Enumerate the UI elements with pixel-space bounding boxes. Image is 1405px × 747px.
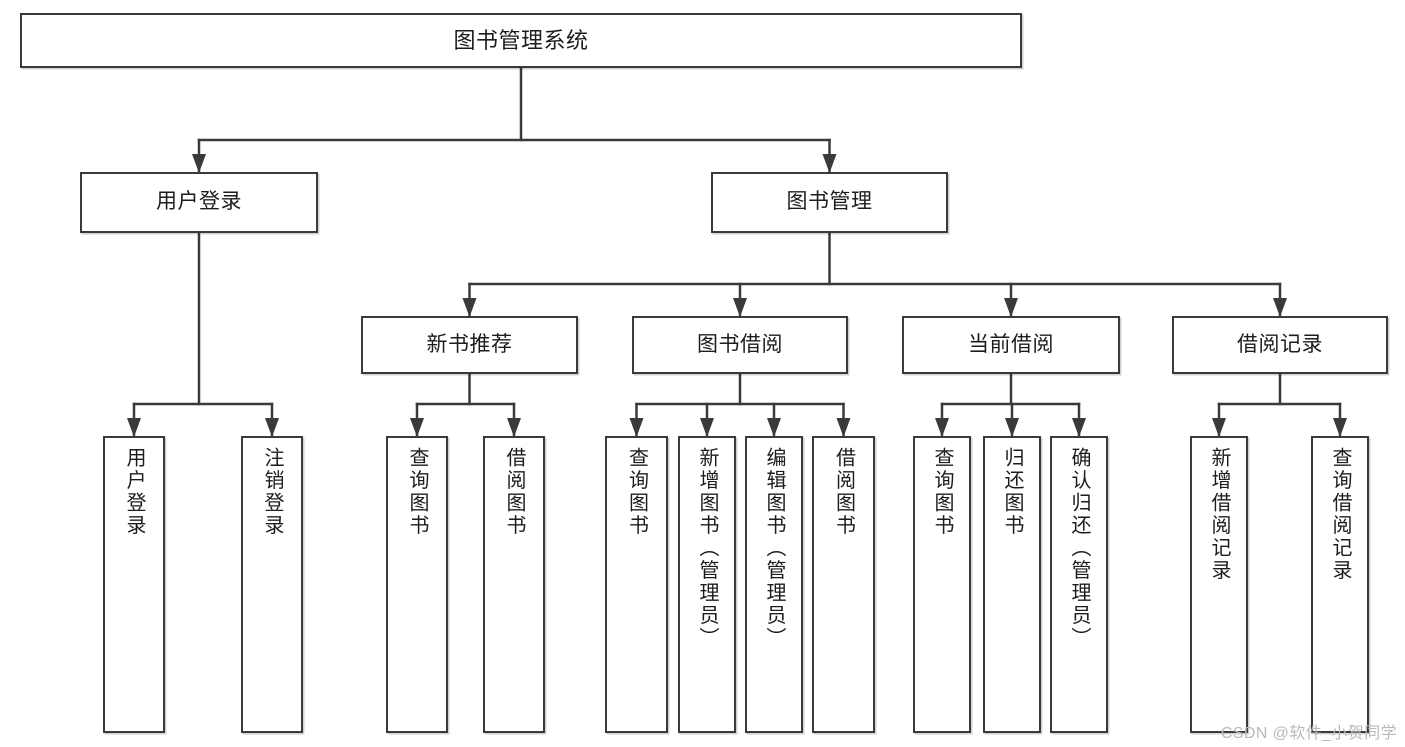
node-borrow-record[interactable]: 借阅记录: [1172, 316, 1388, 374]
node-label: 编辑图书（管理员）: [763, 447, 785, 650]
arrowhead-icon: [410, 418, 424, 437]
arrowhead-icon: [767, 418, 781, 437]
arrowhead-icon: [733, 298, 747, 317]
watermark: CSDN @软件_小贺同学: [1220, 725, 1397, 742]
node-label: 借阅记录: [1237, 332, 1323, 356]
arrowhead-icon: [700, 418, 714, 437]
node-leaf-user-login[interactable]: 用户登录: [103, 436, 165, 733]
arrowhead-icon: [836, 418, 851, 437]
arrowhead-icon: [127, 418, 141, 437]
arrowhead-icon: [265, 418, 279, 437]
node-label: 确认归还（管理员）: [1068, 447, 1090, 650]
arrowhead-icon: [822, 154, 837, 173]
node-label: 用户登录: [123, 447, 145, 537]
node-leaf-edit-book[interactable]: 编辑图书（管理员）: [745, 436, 803, 733]
node-new-book-rec[interactable]: 新书推荐: [361, 316, 578, 374]
node-leaf-add-record[interactable]: 新增借阅记录: [1190, 436, 1248, 733]
arrowhead-icon: [1273, 298, 1287, 317]
arrowhead-icon: [1072, 418, 1086, 437]
arrowhead-icon: [507, 418, 521, 437]
node-leaf-borrow-book-rec[interactable]: 借阅图书: [483, 436, 545, 733]
node-leaf-borrow-book[interactable]: 借阅图书: [812, 436, 875, 733]
node-label: 借阅图书: [832, 447, 855, 537]
node-book-manage[interactable]: 图书管理: [711, 172, 948, 233]
node-leaf-query-record[interactable]: 查询借阅记录: [1311, 436, 1369, 733]
node-current-borrow[interactable]: 当前借阅: [902, 316, 1120, 374]
node-leaf-query-book[interactable]: 查询图书: [605, 436, 668, 733]
arrowhead-icon: [192, 154, 206, 173]
arrowhead-icon: [1212, 418, 1226, 437]
node-label: 新增借阅记录: [1208, 447, 1230, 582]
arrowhead-icon: [629, 418, 644, 437]
node-user-login[interactable]: 用户登录: [80, 172, 318, 233]
node-leaf-add-book[interactable]: 新增图书（管理员）: [678, 436, 736, 733]
node-leaf-confirm-return[interactable]: 确认归还（管理员）: [1050, 436, 1108, 733]
node-label: 图书管理系统: [453, 27, 589, 53]
node-label: 归还图书: [1001, 447, 1023, 537]
arrowhead-icon: [462, 298, 477, 317]
arrowhead-icon: [1333, 418, 1347, 437]
node-label: 用户登录: [156, 190, 242, 214]
node-leaf-query-book-rec[interactable]: 查询图书: [386, 436, 448, 733]
node-label: 图书借阅: [697, 332, 783, 356]
arrowhead-icon: [1005, 418, 1019, 437]
node-leaf-return-book[interactable]: 归还图书: [983, 436, 1041, 733]
arrowhead-icon: [1004, 298, 1018, 317]
node-label: 当前借阅: [968, 332, 1054, 356]
arrowhead-icon: [935, 418, 949, 437]
node-label: 新增图书（管理员）: [696, 447, 718, 650]
node-root[interactable]: 图书管理系统: [20, 13, 1022, 68]
node-label: 注销登录: [261, 447, 283, 537]
node-label: 查询借阅记录: [1329, 447, 1351, 582]
node-label: 查询图书: [931, 447, 953, 537]
node-label: 查询图书: [406, 447, 428, 537]
node-label: 查询图书: [625, 447, 648, 537]
node-label: 新书推荐: [426, 332, 513, 356]
node-book-borrow[interactable]: 图书借阅: [632, 316, 848, 374]
node-label: 图书管理: [786, 190, 873, 214]
node-leaf-query-book-cur[interactable]: 查询图书: [913, 436, 971, 733]
node-leaf-user-logout[interactable]: 注销登录: [241, 436, 303, 733]
node-label: 借阅图书: [503, 447, 525, 537]
